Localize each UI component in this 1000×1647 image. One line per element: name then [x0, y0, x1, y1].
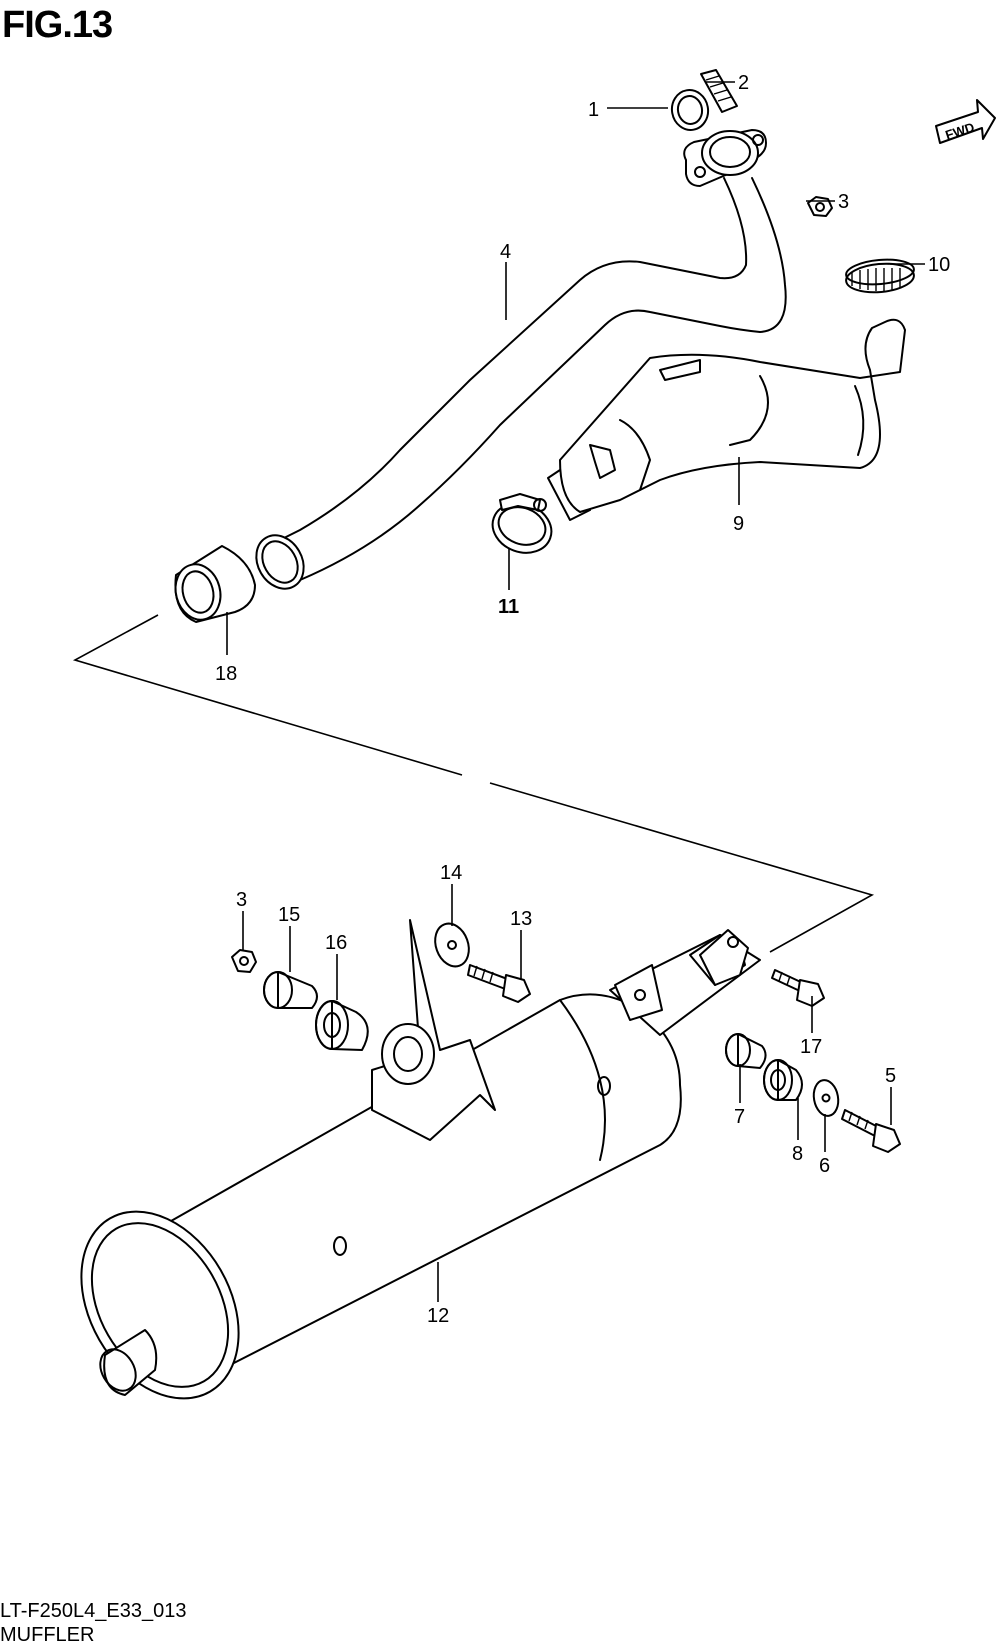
band-clamp-part	[845, 258, 915, 294]
callout-labels: 1 2 3 4 10 9 11 18 3 15 16 14 13 17 5 7 …	[215, 72, 950, 1327]
muffler-body-part	[80, 919, 761, 1400]
callout-14: 14	[440, 862, 462, 884]
rubber-grommet-part-lower	[763, 1059, 803, 1101]
figure-name: MUFFLER	[0, 1624, 95, 1646]
bolt-part-lower-right	[771, 969, 825, 1007]
figure-code: LT-F250L4_E33_013	[0, 1600, 187, 1622]
callout-2: 2	[738, 72, 749, 94]
nut-part-lower	[231, 949, 257, 973]
callout-1: 1	[588, 99, 599, 121]
callout-11: 11	[498, 596, 519, 618]
callout-13: 13	[510, 908, 532, 930]
stud-bolt-part	[700, 69, 738, 113]
nut-part-upper	[807, 196, 833, 217]
callout-15: 15	[278, 904, 300, 926]
callout-17: 17	[800, 1036, 822, 1058]
washer-part-upper	[434, 922, 470, 968]
collar-part-upper	[263, 971, 318, 1009]
figure-title: FIG.13	[2, 4, 113, 46]
callout-18: 18	[215, 663, 237, 685]
bolt-part-upper	[467, 964, 531, 1003]
callout-4: 4	[500, 241, 511, 263]
callout-6: 6	[819, 1155, 830, 1177]
callout-16: 16	[325, 932, 347, 954]
fwd-arrow-icon: FWD	[935, 99, 996, 144]
gasket-ring-part	[670, 89, 710, 131]
exhaust-pipe-part	[255, 129, 787, 590]
heat-shield-part	[547, 318, 906, 521]
hose-clamp-part	[491, 493, 553, 554]
connection-guide-line	[72, 614, 875, 953]
rubber-grommet-part-upper	[315, 1000, 369, 1051]
collar-part-lower	[725, 1033, 767, 1069]
bolt-part-lower	[841, 1109, 901, 1153]
connector-sleeve-part	[174, 545, 256, 623]
callout-9: 9	[733, 513, 744, 535]
leader-lines	[226, 81, 925, 1302]
callout-3-upper: 3	[838, 191, 849, 213]
callout-7: 7	[734, 1106, 745, 1128]
washer-part-lower	[812, 1079, 840, 1117]
callout-10: 10	[928, 254, 950, 276]
callout-3-lower: 3	[236, 889, 247, 911]
callout-5: 5	[885, 1065, 896, 1087]
callout-8: 8	[792, 1143, 803, 1165]
callout-12: 12	[427, 1305, 449, 1327]
bushing-ring-part	[381, 1023, 435, 1085]
